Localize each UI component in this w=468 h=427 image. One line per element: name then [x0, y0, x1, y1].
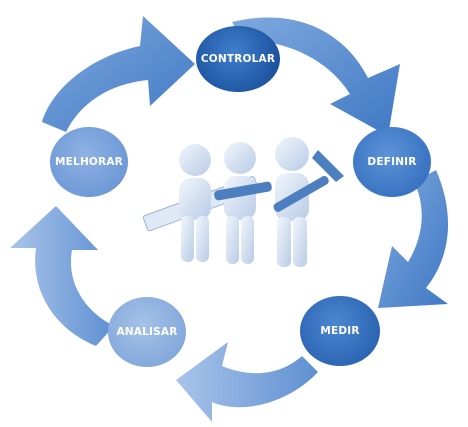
- step-controlar: CONTROLAR: [196, 26, 280, 92]
- step-analisar-label: ANALISAR: [116, 326, 178, 338]
- step-medir-label: MEDIR: [320, 325, 360, 337]
- step-medir: MEDIR: [300, 296, 380, 366]
- step-melhorar: MELHORAR: [50, 127, 128, 197]
- arrow-medir-to-analisar: [176, 342, 318, 422]
- arrow-melhorar-to-controlar: [42, 16, 195, 132]
- step-analisar: ANALISAR: [108, 297, 186, 367]
- arrow-controlar-to-definir: [232, 17, 400, 136]
- arrow-definir-to-medir: [378, 170, 449, 308]
- team-tools-illustration: [142, 137, 344, 267]
- step-melhorar-label: MELHORAR: [55, 156, 123, 168]
- arrow-analisar-to-melhorar: [10, 206, 114, 346]
- step-definir: DEFINIR: [353, 127, 431, 197]
- step-controlar-label: CONTROLAR: [200, 53, 276, 65]
- step-definir-label: DEFINIR: [367, 156, 417, 168]
